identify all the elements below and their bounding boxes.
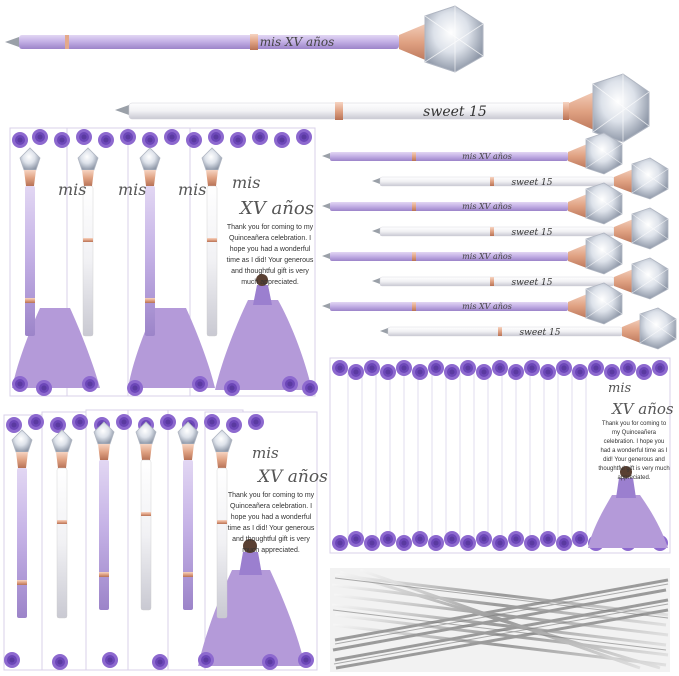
- pen-label: mis XV años: [462, 202, 512, 211]
- pen-label: sweet 15: [512, 178, 553, 188]
- card-title: mis: [232, 173, 261, 192]
- small-pen-5: mis XV años: [321, 232, 623, 275]
- card-title: mis: [58, 180, 87, 199]
- pen-label: sweet 15: [423, 104, 487, 120]
- small-pen-6: sweet 15: [371, 257, 669, 300]
- twist-ties: [330, 568, 670, 672]
- small-pen-2: sweet 15: [371, 157, 669, 200]
- small-pen-4: sweet 15: [371, 207, 669, 250]
- pen-label: mis XV años: [462, 152, 512, 161]
- pen-label: sweet 15: [512, 228, 553, 238]
- card-message-lower: Thank you for coming to my Quinceañera c…: [228, 492, 315, 554]
- card-subtitle: XV años: [256, 467, 328, 487]
- card-subtitle: XV años: [238, 198, 314, 219]
- large-purple-pen: mis XV años: [4, 5, 484, 73]
- pen-label: mis XV años: [462, 252, 512, 261]
- card-title: mis: [608, 381, 631, 396]
- card-title: mis: [118, 180, 147, 199]
- pen-label: sweet 15: [512, 278, 553, 288]
- small-pen-7: mis XV años: [321, 282, 623, 325]
- card-stack-lower: mis XV años: [3, 409, 328, 671]
- pen-label: mis XV años: [462, 302, 512, 311]
- pen-label: sweet 15: [520, 328, 561, 338]
- small-pen-8: sweet 15: [379, 307, 677, 350]
- card-subtitle: XV años: [611, 400, 674, 418]
- small-pen-3: mis XV años: [321, 182, 623, 225]
- card-message-flat: Thank you for coming to my Quinceañera c…: [598, 421, 669, 481]
- card-stack-flat: mis XV años: [329, 357, 674, 554]
- large-white-pen: sweet 15: [114, 73, 650, 143]
- card-title: mis: [252, 444, 279, 462]
- small-pen-1: mis XV años: [321, 132, 623, 175]
- card-stack-upper: mis mis mis mis XV años: [9, 127, 318, 397]
- pen-label: mis XV años: [260, 35, 334, 49]
- card-message-upper: Thank you for coming to my Quinceañera c…: [227, 224, 314, 286]
- card-title: mis: [178, 180, 207, 199]
